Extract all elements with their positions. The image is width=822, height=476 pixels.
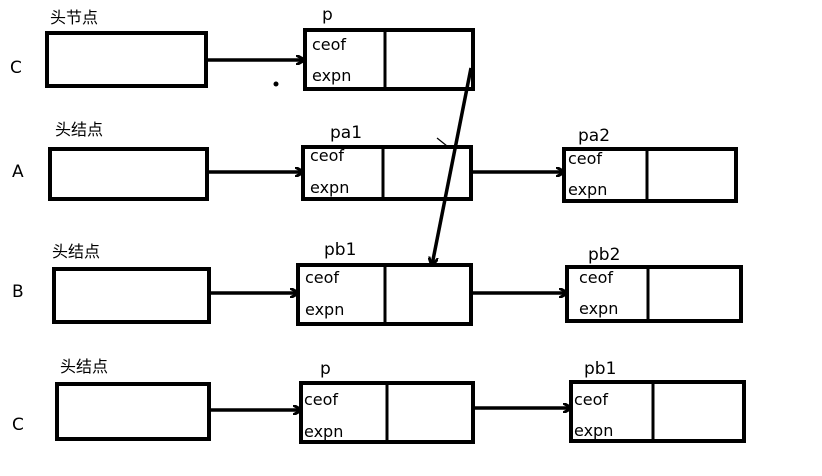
head-node-label-c-bottom: 头结点 — [60, 357, 108, 376]
field-expn: expn — [304, 422, 343, 441]
node-name-pb1-bottom: pb1 — [584, 359, 616, 379]
row-label-c-top: C — [10, 58, 22, 78]
field-ceof: ceof — [579, 268, 613, 287]
row-label-c-bottom: C — [12, 415, 24, 435]
row-a: A 头结点 pa1 ceof expn pa2 ceof expn — [12, 120, 738, 203]
row-label-b: B — [12, 282, 24, 302]
stray-dot — [273, 81, 279, 87]
field-expn: expn — [312, 66, 351, 85]
row-b: B 头结点 pb1 ceof expn pb2 ceof expn — [12, 240, 743, 326]
node-name-p-top: p — [322, 5, 333, 25]
node-name-pb1: pb1 — [324, 240, 356, 260]
head-node-label-a: 头结点 — [55, 120, 103, 139]
node-name-pa1: pa1 — [330, 123, 362, 143]
head-node-c-bottom — [55, 382, 211, 441]
link-p-to-pb1-diagonal — [432, 67, 473, 265]
field-ceof: ceof — [312, 35, 346, 54]
field-ceof: ceof — [304, 390, 338, 409]
head-node-label-b: 头结点 — [52, 242, 100, 261]
head-node-label-c-top: 头节点 — [50, 8, 98, 27]
field-expn: expn — [579, 299, 618, 318]
row-c-top: C 头节点 p ceof expn — [10, 5, 475, 91]
node-pb2 — [565, 265, 743, 323]
field-ceof: ceof — [310, 146, 344, 165]
field-expn: expn — [305, 300, 344, 319]
field-expn: expn — [310, 178, 349, 197]
node-pb1-bottom — [569, 380, 746, 443]
field-expn: expn — [568, 180, 607, 199]
field-expn: expn — [574, 421, 613, 440]
stray-mark — [436, 137, 448, 147]
node-name-p-bottom: p — [320, 359, 331, 379]
field-ceof: ceof — [574, 390, 608, 409]
node-name-pb2: pb2 — [588, 245, 620, 265]
field-ceof: ceof — [305, 268, 339, 287]
node-name-pa2: pa2 — [578, 126, 610, 146]
field-ceof: ceof — [568, 149, 602, 168]
node-p-top — [303, 28, 475, 91]
head-node-c-top — [45, 31, 208, 88]
node-pa2 — [562, 147, 738, 203]
row-c-bottom: C 头结点 p ceof expn pb1 ceof expn — [12, 357, 746, 444]
head-node-b — [52, 267, 211, 324]
head-node-a — [48, 147, 209, 201]
row-label-a: A — [12, 162, 24, 182]
